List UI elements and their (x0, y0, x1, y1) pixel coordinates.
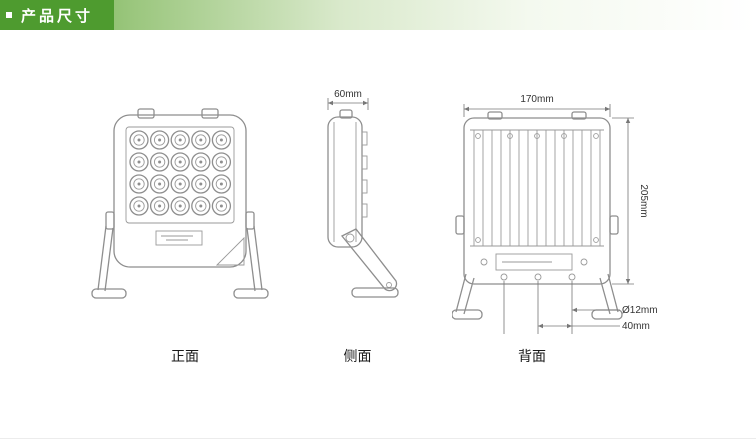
section-banner: 产品尺寸 (0, 0, 756, 30)
back-bottom-plate (480, 253, 588, 281)
back-height-label: 205mm (638, 184, 649, 217)
front-view-drawing (91, 108, 269, 299)
side-view-label: 侧面 (343, 348, 372, 364)
side-mount-bracket (340, 228, 399, 298)
front-body (113, 114, 247, 268)
front-brand-plate (155, 230, 203, 246)
back-mount-bracket (451, 273, 623, 320)
side-view: 60mm (312, 88, 417, 310)
section-title: 产品尺寸 (20, 7, 93, 25)
back-hole-diameter-label: Ø12mm (622, 305, 658, 316)
back-width-label: 170mm (520, 94, 553, 105)
title-bullet-icon (6, 12, 12, 18)
front-top-tabs (137, 108, 219, 119)
back-height-dimension: 205mm (612, 117, 649, 285)
back-hole-spacing-label: 40mm (622, 321, 650, 332)
front-side-knobs (105, 211, 255, 230)
back-view: 170mm (451, 88, 667, 348)
back-screws-top (475, 133, 599, 243)
back-width-dimension: 170mm (463, 94, 611, 117)
front-led-panel (125, 126, 235, 224)
back-body (455, 111, 619, 285)
side-view-drawing: 60mm (327, 89, 399, 298)
back-view-label: 背面 (518, 348, 546, 364)
section-title-box: 产品尺寸 (0, 0, 114, 30)
back-hole-diameter-dimension: Ø12mm (572, 305, 658, 316)
front-corner-triangle (215, 236, 245, 266)
back-hole-spacing-dimension: 40mm (538, 321, 650, 332)
back-view-drawing: 170mm (451, 94, 658, 334)
front-view (90, 100, 270, 312)
front-view-label: 正面 (171, 348, 199, 364)
back-heatsink-fins (470, 129, 604, 247)
side-width-dimension: 60mm (327, 89, 369, 110)
bottom-divider (0, 438, 756, 439)
front-led-grid (129, 130, 232, 216)
side-lamp-profile (327, 109, 368, 248)
front-mount-bracket (91, 225, 269, 299)
side-width-label: 60mm (334, 89, 362, 100)
